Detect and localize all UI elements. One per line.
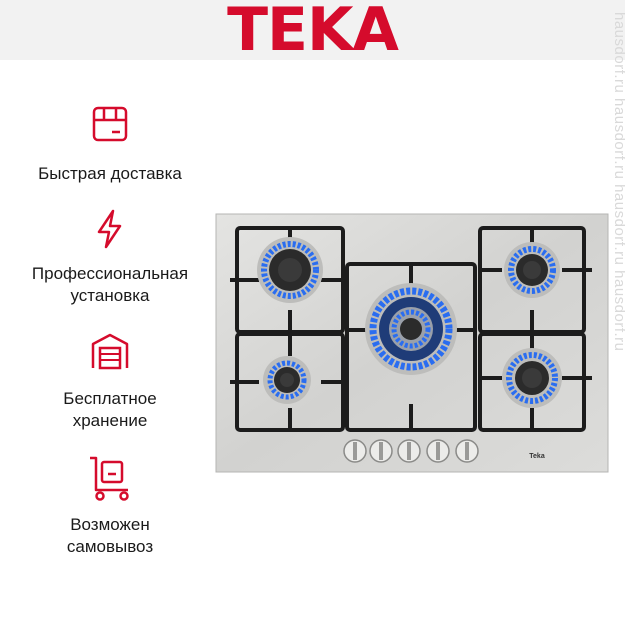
box-icon	[92, 106, 128, 142]
feature-label: Бесплатное хранение	[63, 389, 157, 430]
control-knobs	[343, 439, 479, 463]
knob	[397, 439, 421, 463]
burner	[257, 237, 323, 303]
feature-label: Профессиональная установка	[31, 264, 189, 305]
feature-label: Быстрая доставка	[38, 164, 182, 183]
hob-brand-badge: Teka	[529, 453, 545, 460]
feature-label: Возможен самовывоз	[66, 515, 154, 556]
gas-hob-image: Teka	[215, 213, 609, 473]
burner	[263, 356, 311, 404]
feature-self-pickup: Возможен самовывоз	[0, 452, 220, 558]
lightning-icon	[97, 209, 122, 249]
feature-installation: Профессиональная установка	[0, 205, 220, 307]
burner	[502, 348, 562, 408]
pickup-cart-icon	[90, 456, 129, 501]
burner	[504, 242, 560, 298]
watermark: hausdorf.ru hausdorf.ru hausdorf.ru haus…	[611, 12, 625, 352]
knob	[455, 439, 479, 463]
feature-free-storage: Бесплатное хранение	[0, 328, 220, 432]
warehouse-icon	[91, 333, 129, 370]
knob	[369, 439, 393, 463]
knob	[343, 439, 367, 463]
teka-logo: TEKA	[227, 0, 399, 65]
header-bar	[0, 0, 625, 60]
knob	[426, 439, 450, 463]
feature-fast-delivery: Быстрая доставка	[0, 100, 220, 185]
burner	[365, 283, 457, 375]
